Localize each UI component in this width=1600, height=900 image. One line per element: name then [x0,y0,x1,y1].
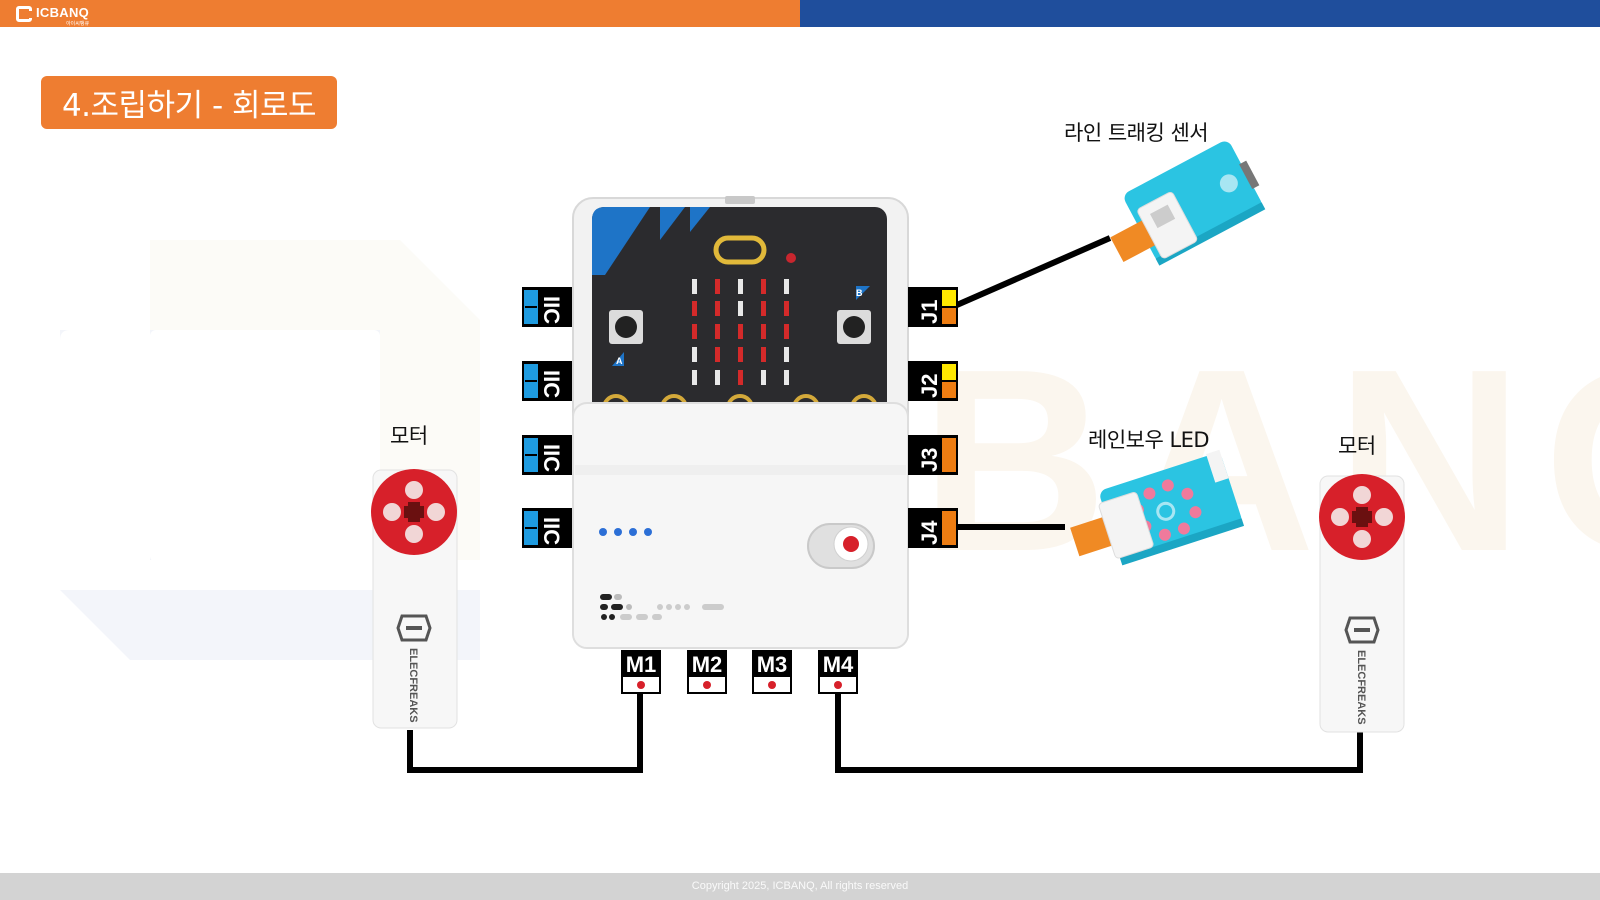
j-port-4: J4 [908,508,958,548]
logo-subtext: 아이씨뱅큐 [66,20,90,27]
motor-right-icon: ELECFREAKS [1319,474,1405,733]
j-port-3: J3 [908,435,958,475]
motor-port-label-1: M1 [626,652,657,677]
led-matrix [692,279,789,385]
iic-label-4: IIC [539,517,564,545]
rainbow-led-icon [1070,449,1245,566]
motor-port-label-3: M3 [757,652,788,677]
wire-m1-left-motor [407,693,643,773]
motor-left-brand: ELECFREAKS [407,648,419,723]
wire-m4-right-motor [835,693,1363,773]
icbanq-logo[interactable]: ICBANQ 아이씨뱅큐 [16,3,90,27]
j-label-3: J3 [917,448,942,472]
j-label-1: J1 [917,300,942,324]
iic-ports: IIC IIC IIC IIC [522,287,572,548]
motor-port-label-2: M2 [692,652,723,677]
slide-title: 4.조립하기 - 회로도 [41,76,337,129]
j-label-4: J4 [917,520,942,545]
logo-mark-icon [16,6,33,22]
iic-port-4: IIC [522,508,572,548]
header-bar-right [800,0,1600,27]
microbit-board: A B [572,196,909,649]
line-sensor-label: 라인 트래킹 센서 [1064,121,1209,145]
motor-left-icon: ELECFREAKS [371,469,458,729]
logo-touch-icon [713,235,767,265]
iic-label-1: IIC [539,296,564,324]
j-port-1: J1 [908,287,958,327]
motor-port-1: M1 [621,650,661,694]
elecfreaks-mark-icon [600,594,724,620]
button-b-label: B [856,288,863,298]
j-label-2: J2 [917,374,942,398]
microphone-led-icon [786,253,796,263]
motor-left-label: 모터 [390,424,428,448]
iic-label-3: IIC [539,444,564,472]
iic-label-2: IIC [539,370,564,398]
svg-text:BANQ: BANQ [920,316,1600,606]
motor-right-brand: ELECFREAKS [1355,650,1367,725]
header-bar-left [0,0,800,27]
motor-port-2: M2 [687,650,727,694]
button-a-label: A [616,356,623,366]
j-port-2: J2 [908,361,958,401]
motor-ports: M1 M2 M3 M4 [621,650,858,694]
button-a-icon [609,310,643,366]
motor-port-3: M3 [752,650,792,694]
wires [407,235,1363,773]
logo-text: ICBANQ [36,4,90,20]
copyright-footer: Copyright 2025, ICBANQ, All rights reser… [0,873,1600,900]
motor-port-4: M4 [818,650,858,694]
j-ports: J1 J2 J3 J4 [908,287,958,548]
motor-right-label: 모터 [1338,434,1376,458]
rainbow-led-label: 레인보우 LED [1088,428,1210,452]
watermark: BANQ [60,240,1600,660]
power-switch-icon [807,523,875,569]
motor-port-label-4: M4 [823,652,854,677]
iic-port-1: IIC [522,287,572,327]
iic-port-3: IIC [522,435,572,475]
wire-j1-line-sensor [948,235,1112,311]
power-indicator-icon [599,528,652,536]
button-b-icon [837,286,871,344]
iic-port-2: IIC [522,361,572,401]
line-tracking-sensor-icon [1110,141,1266,266]
